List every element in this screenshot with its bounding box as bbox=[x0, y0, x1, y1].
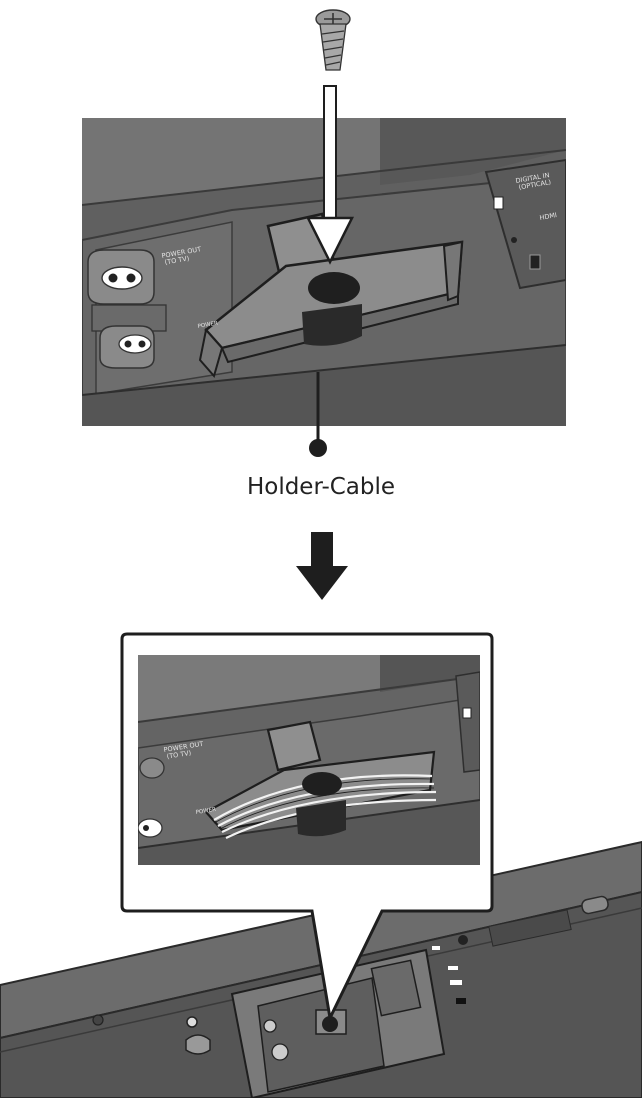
screw-icon bbox=[316, 10, 350, 70]
inset-detail-illustration: POWER OUT(TO TV) POWER bbox=[138, 655, 480, 865]
down-arrow-icon bbox=[296, 532, 348, 600]
holder-cable-caption: Holder-Cable bbox=[0, 474, 642, 500]
